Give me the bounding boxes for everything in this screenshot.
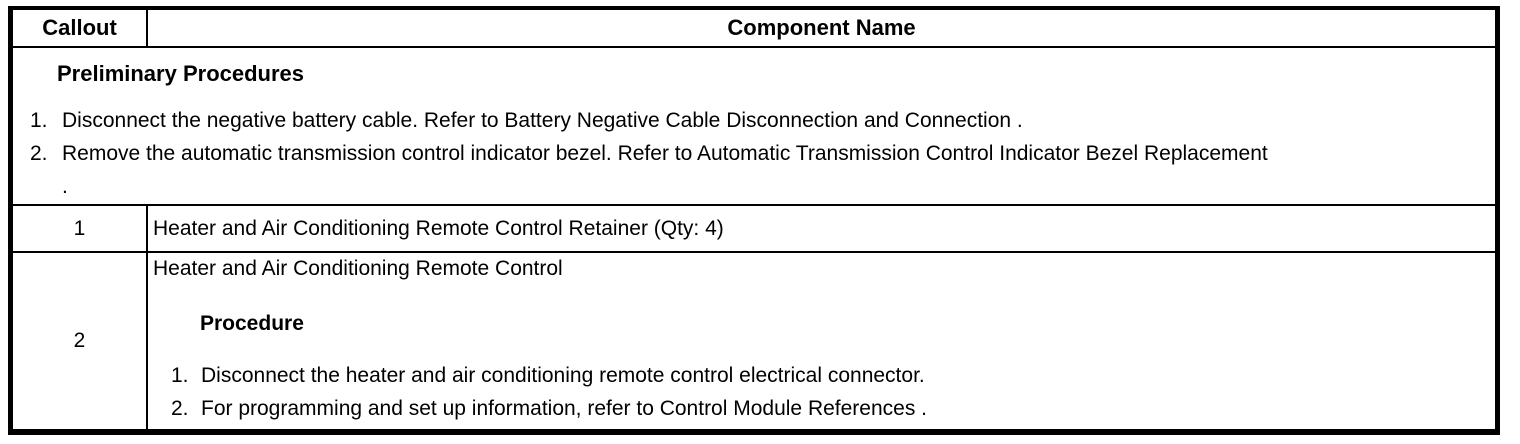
procedure-title: Procedure [200, 312, 304, 335]
callout-header-label: Callout [42, 15, 117, 40]
step-number: 2. [30, 142, 48, 165]
step-text: Disconnect the heater and air conditioni… [201, 364, 925, 387]
component-name-header-label: Component Name [727, 15, 916, 40]
component-name-text: Heater and Air Conditioning Remote Contr… [153, 257, 563, 280]
step-number: 1. [171, 364, 189, 387]
component-table: Callout Component Name Preliminary Proce… [8, 6, 1500, 435]
step-number: 1. [30, 109, 48, 132]
table-row-callout-2: 2 Heater and Air Conditioning Remote Con… [13, 253, 1495, 429]
preliminary-steps-list: 1. Disconnect the negative battery cable… [13, 104, 1495, 203]
preliminary-step: 1. Disconnect the negative battery cable… [30, 104, 1495, 137]
header-cell-component-name: Component Name [148, 10, 1495, 46]
preliminary-procedures-title: Preliminary Procedures [57, 61, 305, 86]
header-cell-callout: Callout [13, 10, 148, 46]
procedure-steps-list: 1. Disconnect the heater and air conditi… [148, 359, 1495, 425]
component-name-text: Heater and Air Conditioning Remote Contr… [153, 216, 724, 240]
step-number-empty [30, 170, 62, 203]
procedure-step: 2. For programming and set up informatio… [171, 392, 1495, 425]
step-text: Remove the automatic transmission contro… [62, 142, 1268, 165]
callout-cell: 2 [13, 253, 148, 429]
preliminary-step-continuation: . [30, 170, 1495, 203]
step-text: Disconnect the negative battery cable. R… [62, 109, 1023, 132]
table-row-callout-1: 1 Heater and Air Conditioning Remote Con… [13, 206, 1495, 253]
callout-cell: 1 [13, 206, 148, 251]
preliminary-step: 2. Remove the automatic transmission con… [30, 137, 1495, 170]
procedure-step: 1. Disconnect the heater and air conditi… [171, 359, 1495, 392]
step-text: For programming and set up information, … [201, 397, 928, 420]
component-cell: Heater and Air Conditioning Remote Contr… [148, 253, 1495, 429]
step-number: 2. [171, 397, 189, 420]
callout-number: 2 [73, 329, 86, 352]
component-cell: Heater and Air Conditioning Remote Contr… [148, 206, 1495, 251]
preliminary-procedures-section: Preliminary Procedures 1. Disconnect the… [13, 48, 1495, 206]
table-header-row: Callout Component Name [13, 10, 1495, 48]
callout-number: 1 [73, 216, 86, 240]
step-continuation-text: . [62, 175, 68, 198]
